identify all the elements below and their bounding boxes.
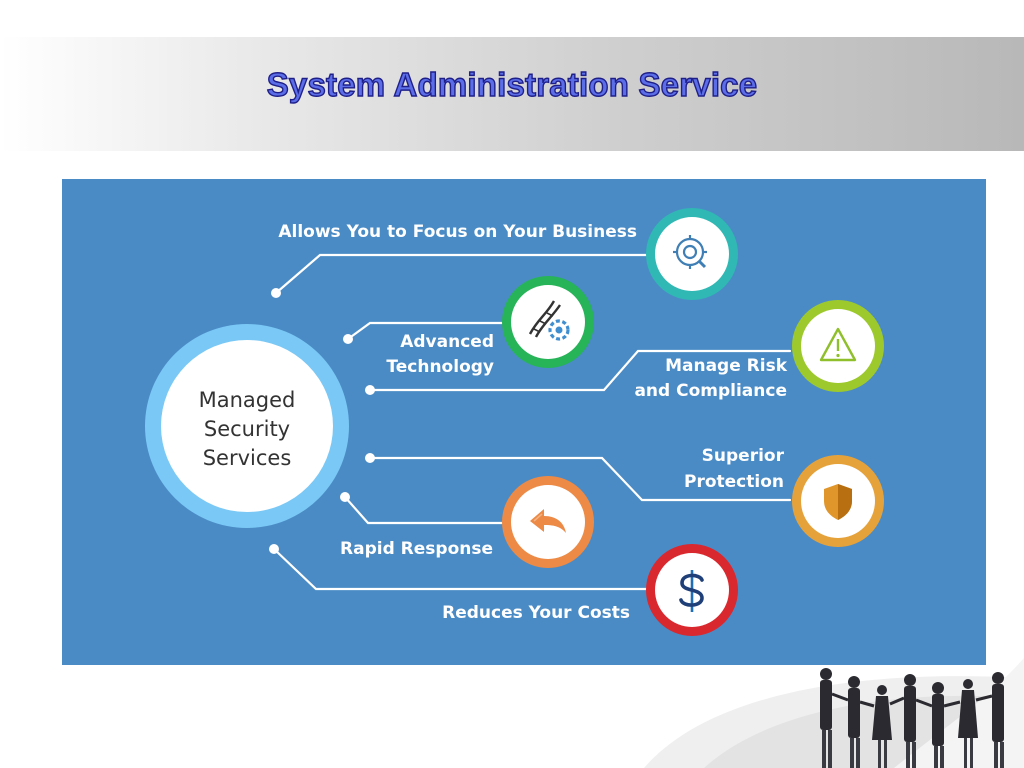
- label-manage-risk-2: and Compliance: [634, 381, 787, 401]
- hub-line-2: Security: [204, 417, 290, 441]
- connector-dot-3: [365, 385, 375, 395]
- connector-line-1: [274, 253, 649, 295]
- dna-gear-icon: [528, 300, 570, 341]
- connector-line-2: [346, 321, 504, 341]
- node-advanced-technology: [502, 276, 594, 368]
- label-advanced-technology-1: Advanced: [400, 332, 494, 352]
- node-focus-business: [646, 208, 738, 300]
- label-manage-risk-1: Manage Risk: [665, 356, 788, 376]
- hub-line-3: Services: [203, 446, 292, 470]
- title-band: [0, 37, 1024, 151]
- label-reduces-costs: Reduces Your Costs: [442, 603, 630, 623]
- label-superior-protection-1: Superior: [702, 446, 785, 466]
- label-advanced-technology-2: Technology: [386, 357, 494, 377]
- hub-line-1: Managed: [199, 388, 296, 412]
- node-rapid-response: [502, 476, 594, 568]
- connector-dot-5: [340, 492, 350, 502]
- connector-line-4: [368, 456, 792, 502]
- warning-icon: [819, 327, 857, 362]
- connector-dot-2: [343, 334, 353, 344]
- managed-security-diagram: Managed Security Services Allows You to …: [62, 179, 986, 665]
- node-superior-protection: [792, 455, 884, 547]
- node-reduces-costs: [646, 544, 738, 636]
- hub-core: [161, 340, 333, 512]
- node-manage-risk: [792, 300, 884, 392]
- reply-arrow-icon: [530, 509, 566, 533]
- hub: Managed Security Services: [145, 324, 349, 528]
- connector-line-6: [272, 547, 649, 591]
- connector-dot-1: [271, 288, 281, 298]
- label-focus-business: Allows You to Focus on Your Business: [278, 222, 637, 242]
- node-core: [655, 217, 729, 291]
- label-superior-protection-2: Protection: [684, 472, 784, 492]
- search-gear-icon: [673, 235, 707, 269]
- dollar-icon: [679, 570, 704, 612]
- connector-line-3: [368, 349, 792, 392]
- shield-icon: [824, 484, 852, 520]
- connector-dot-6: [269, 544, 279, 554]
- slide-title: System Administration Service: [266, 65, 758, 103]
- people-silhouettes: [820, 668, 1004, 768]
- connector-line-5: [343, 495, 504, 525]
- connector-dot-4: [365, 453, 375, 463]
- label-rapid-response: Rapid Response: [340, 539, 493, 559]
